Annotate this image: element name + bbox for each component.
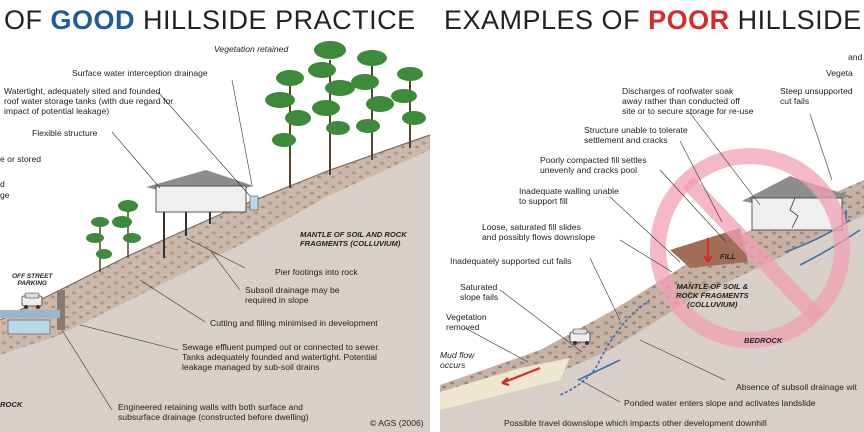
label-rock-partial: ROCK [0, 400, 23, 409]
label-vegetation-retained: Vegetation retained [214, 44, 289, 54]
label-pier-footings: Pier footings into rock [275, 267, 358, 277]
left-title-highlight: GOOD [50, 5, 136, 35]
prohibition-sign [650, 148, 850, 348]
label-steep-cut: Steep unsupported cut fails [780, 86, 853, 106]
tree-icon [265, 70, 311, 188]
car-icon [21, 292, 43, 309]
right-title-suffix: HILLSIDE [729, 5, 862, 35]
tree-icon [351, 50, 394, 160]
label-structure-unable: Structure unable to tolerate settlement … [584, 125, 688, 145]
right-title-prefix: EXAMPLES OF [444, 5, 649, 35]
car-icon-right [569, 328, 591, 345]
bedrock-layer [0, 140, 430, 432]
colluvium-layer [0, 135, 430, 355]
ground-surface-line [0, 134, 431, 321]
label-mantle-left: MANTLE OF SOIL AND ROCK FRAGMENTS (COLLU… [300, 230, 407, 248]
slip-surface-line [559, 299, 651, 396]
label-possible-travel: Possible travel downslope which impacts … [504, 418, 767, 428]
left-leader-lines [61, 79, 253, 411]
label-subsoil-drainage: Subsoil drainage may be required in slop… [245, 285, 340, 305]
parking-slab [0, 310, 60, 318]
tree-icon [391, 67, 426, 148]
label-fill: FILL [720, 252, 736, 261]
label-saturated-slope: Saturated slope fails [460, 282, 499, 302]
label-vegetation-removed: Vegetation removed [446, 312, 487, 332]
label-partial-vegeta: Vegeta [826, 68, 853, 78]
label-e-or-stored: e or stored [0, 154, 42, 164]
label-inadequately-supported: Inadequately supported cut fails [450, 256, 572, 266]
label-poorly-compacted: Poorly compacted fill settles unevenly a… [540, 155, 647, 175]
label-watertight-tanks: Watertight, adequately sited and founded… [4, 86, 174, 116]
tree-icon [112, 200, 141, 258]
right-leader-lines [464, 112, 833, 403]
label-cutting-filling: Cutting and filling minimised in develop… [210, 318, 378, 328]
right-panel-illustration [440, 112, 864, 432]
label-partial-d: d [0, 179, 5, 189]
label-discharges: Discharges of roofwater soak away rather… [622, 86, 754, 116]
label-engineered-walls: Engineered retaining walls with both sur… [118, 402, 309, 422]
left-title-prefix: OF [4, 5, 51, 35]
label-partial-and: and [848, 52, 863, 62]
label-partial-ge: ge [0, 190, 10, 200]
colluvium-layer-right [440, 180, 864, 410]
label-bedrock: BEDROCK [744, 336, 783, 345]
retaining-wall [57, 290, 65, 330]
right-title-highlight: POOR [648, 5, 730, 35]
copyright-text: AGS (2006) [378, 418, 424, 428]
red-flow-arrows [501, 238, 713, 387]
label-flexible-structure: Flexible structure [32, 128, 98, 138]
left-title-suffix: HILLSIDE PRACTICE [135, 5, 416, 35]
right-title: EXAMPLES OF POOR HILLSIDE [444, 4, 862, 36]
label-surface-water: Surface water interception drainage [72, 68, 208, 78]
left-panel-illustration [0, 41, 431, 432]
left-title: OF GOOD HILLSIDE PRACTICE [4, 4, 416, 36]
house-icon [146, 170, 259, 258]
label-loose-fill: Loose, saturated fill slides and possibl… [482, 222, 596, 242]
tree-icon [86, 217, 112, 272]
trees-group [86, 41, 426, 272]
label-mantle-right: MANTLE OF SOIL & ROCK FRAGMENTS (COLLUVI… [676, 282, 749, 309]
tree-icon [308, 41, 355, 175]
label-copyright: © AGS (2006) [370, 418, 424, 428]
label-inadequate-walling: Inadequate walling unable to support fil… [519, 186, 619, 206]
label-absence-subsoil: Absence of subsoil drainage wit [736, 382, 857, 392]
sewage-tank [7, 319, 51, 335]
label-sewage: Sewage effluent pumped out or connected … [182, 342, 381, 372]
label-ponded-water: Ponded water enters slope and activates … [624, 398, 816, 408]
label-mud-flow: Mud flow occurs [440, 350, 475, 370]
label-off-street-parking: OFF STREET PARKING [12, 273, 53, 287]
